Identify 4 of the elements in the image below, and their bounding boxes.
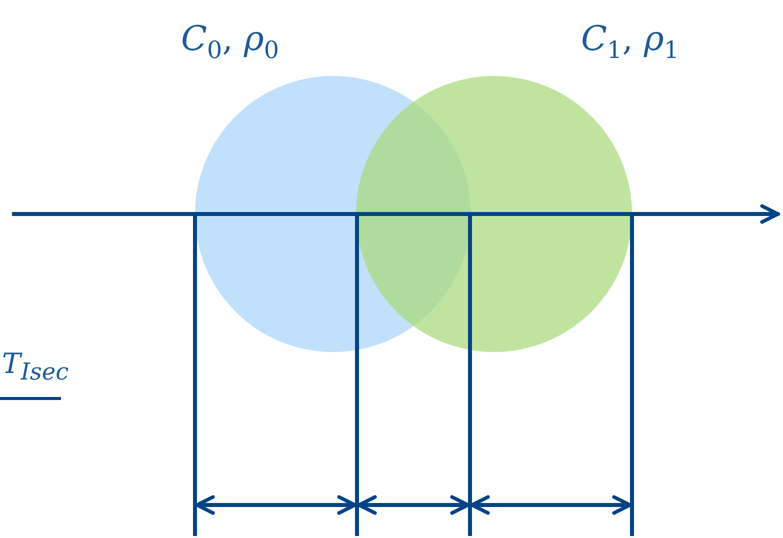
variable-label: T$_{Isec}$ — [2, 350, 69, 384]
circle — [356, 76, 632, 352]
circle-label: C$_{0}$, ρ$_{0}$ — [180, 22, 280, 63]
circle-label: C$_{1}$, ρ$_{1}$ — [580, 22, 680, 63]
